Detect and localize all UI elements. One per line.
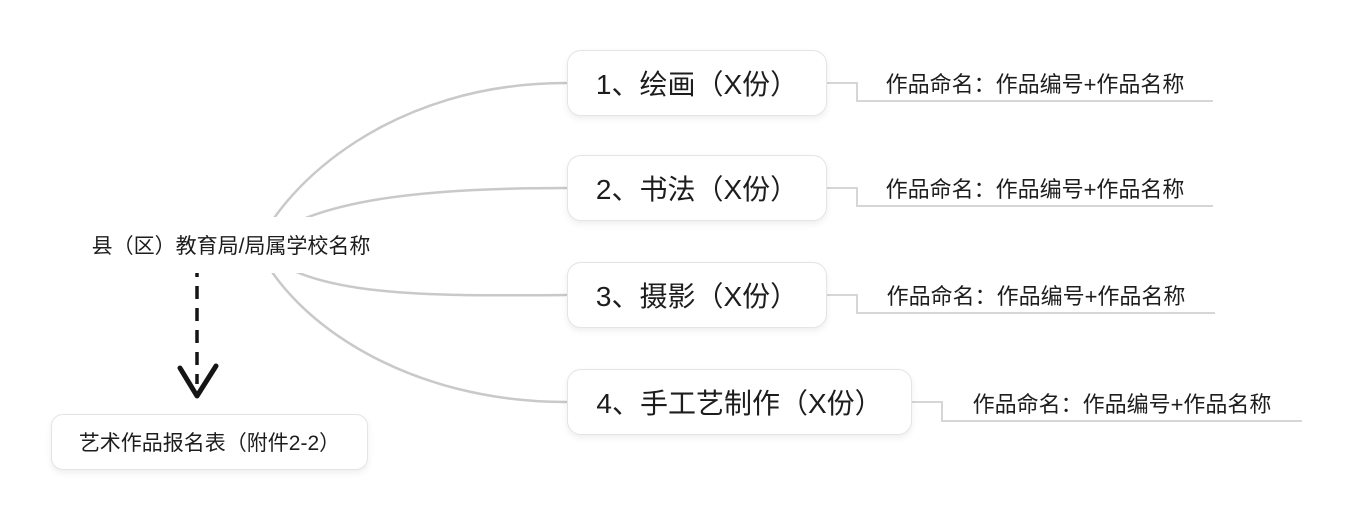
arrow-head-icon — [177, 363, 219, 399]
branch-topic-calligraphy[interactable]: 2、书法（X份） — [567, 155, 827, 221]
note-connector-4 — [912, 401, 1302, 422]
branch-curve-4 — [256, 246, 568, 404]
branch-topic-label: 3、摄影（X份） — [595, 281, 799, 312]
note-connector-1 — [827, 82, 1213, 102]
branch-topic-painting[interactable]: 1、绘画（X份） — [567, 50, 827, 116]
attachment-form-label: 艺术作品报名表（附件2-2） — [78, 432, 341, 455]
note-connector-2 — [827, 187, 1213, 207]
branch-topic-label: 4、手工艺制作（X份） — [596, 388, 883, 419]
root-topic[interactable]: 县（区）教育局/局属学校名称 — [75, 217, 387, 273]
attachment-form-node[interactable]: 艺术作品报名表（附件2-2） — [51, 414, 368, 470]
note-naming-rule-2[interactable]: 作品命名：作品编号+作品名称 — [857, 174, 1213, 204]
note-connector-3 — [827, 294, 1215, 314]
note-label-text: 作品命名：作品编号+作品名称 — [885, 72, 1185, 97]
note-label-text: 作品命名：作品编号+作品名称 — [885, 177, 1185, 202]
branch-topic-label: 2、书法（X份） — [595, 174, 799, 205]
branch-topic-label: 1、绘画（X份） — [595, 69, 799, 100]
note-label-text: 作品命名：作品编号+作品名称 — [886, 284, 1186, 309]
note-naming-rule-4[interactable]: 作品命名：作品编号+作品名称 — [942, 389, 1302, 419]
branch-topic-photography[interactable]: 3、摄影（X份） — [567, 262, 827, 328]
branch-topic-handicraft[interactable]: 4、手工艺制作（X份） — [567, 369, 912, 435]
note-naming-rule-1[interactable]: 作品命名：作品编号+作品名称 — [857, 69, 1213, 99]
note-naming-rule-3[interactable]: 作品命名：作品编号+作品名称 — [857, 281, 1215, 311]
note-label-text: 作品命名：作品编号+作品名称 — [972, 392, 1272, 417]
root-topic-label: 县（区）教育局/局属学校名称 — [91, 235, 371, 258]
